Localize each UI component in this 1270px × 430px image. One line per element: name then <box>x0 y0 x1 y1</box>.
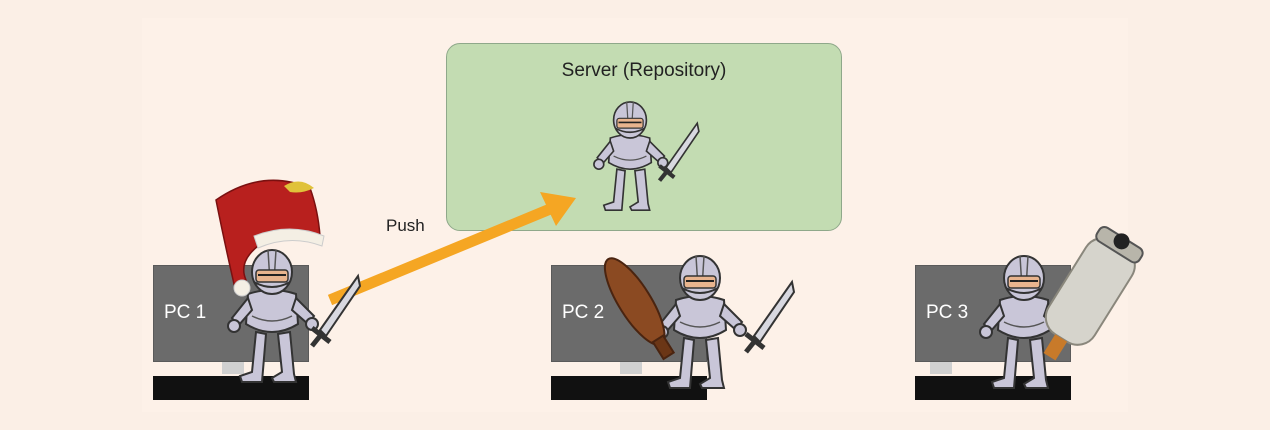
server-title: Server (Repository) <box>561 60 727 81</box>
push-arrow <box>327 192 576 306</box>
pc1-knight-icon <box>227 249 360 383</box>
server-knight-icon <box>593 101 699 211</box>
push-label: Push <box>386 216 425 235</box>
pc2-label: PC 2 <box>562 302 605 323</box>
pc2-stand <box>620 362 642 374</box>
wooden-club-icon <box>603 257 676 361</box>
pc3-stand <box>930 362 952 374</box>
cannon-icon <box>1043 225 1144 361</box>
pc1-label: PC 1 <box>164 302 207 323</box>
pc1-stand <box>222 362 244 374</box>
pc2-knight-icon <box>655 255 794 389</box>
pc3-label: PC 3 <box>926 302 969 323</box>
santa-hat-icon <box>215 179 325 297</box>
